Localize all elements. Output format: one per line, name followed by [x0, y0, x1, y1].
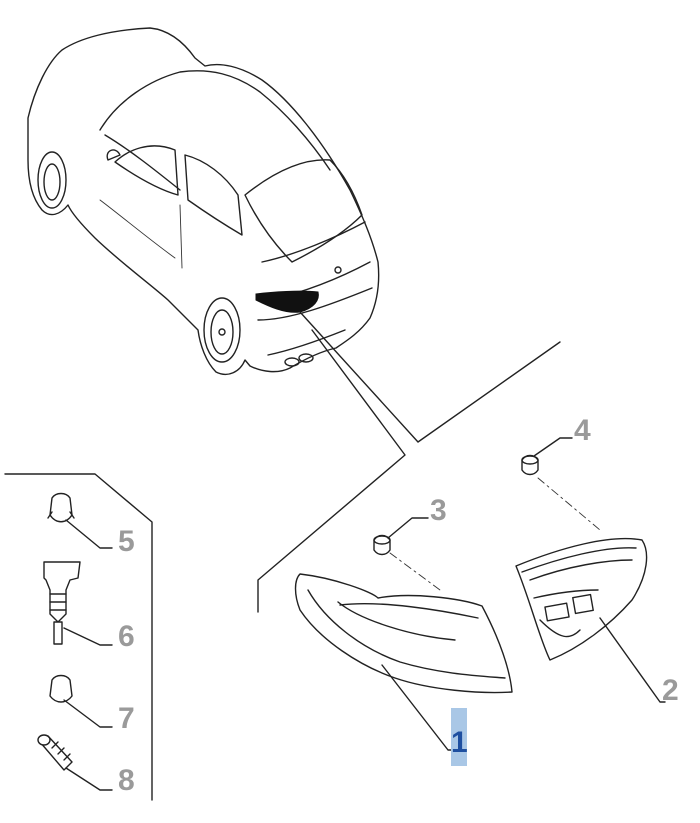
part-5-clip [47, 492, 75, 523]
callout-8[interactable]: 8 [118, 764, 135, 797]
part-3-nut [373, 534, 391, 556]
callout-4[interactable]: 4 [574, 414, 591, 447]
part-2-inner-tail-lamp [515, 537, 648, 661]
callout-1[interactable]: 1 [451, 726, 468, 759]
part-6-fastener [43, 561, 81, 645]
part-1-outer-tail-lamp [294, 573, 513, 694]
side-panel-frame [4, 473, 153, 801]
callout-2[interactable]: 2 [662, 674, 679, 707]
car-illustration [27, 27, 380, 376]
callout-3[interactable]: 3 [430, 494, 447, 527]
car-tail-lamp [255, 290, 319, 313]
part-7-clip [49, 674, 73, 703]
part-4-nut [521, 454, 539, 476]
callout-6[interactable]: 6 [118, 620, 135, 653]
callout-1-highlight [451, 708, 467, 766]
callout-5[interactable]: 5 [118, 525, 135, 558]
part-8-screw [37, 734, 73, 771]
callout-7[interactable]: 7 [118, 702, 135, 735]
